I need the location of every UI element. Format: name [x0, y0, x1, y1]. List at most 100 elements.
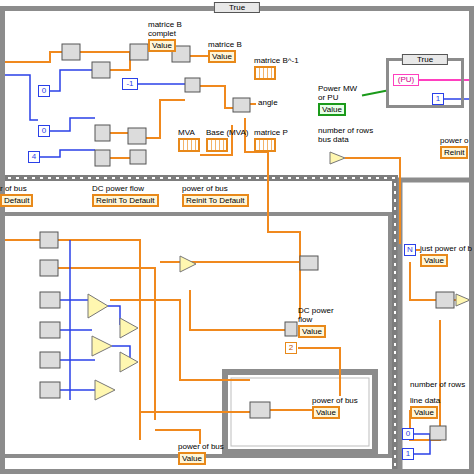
sequence-frame: [400, 180, 474, 474]
orange-wire: [58, 268, 155, 420]
case-selector: True: [402, 54, 448, 65]
node-label: line data: [410, 396, 454, 405]
orange-wire: [270, 409, 312, 411]
function-icon: [40, 292, 60, 308]
orange-wire: [140, 411, 250, 413]
terminal-label: MVA: [178, 128, 204, 137]
property-node: power of busReinit To Default: [182, 184, 262, 207]
orange-wire: [58, 240, 140, 440]
wire-connector: [362, 91, 386, 96]
arithmetic-triangle: [88, 294, 108, 318]
arithmetic-triangle: [120, 352, 138, 372]
sequence-frame: [0, 178, 395, 474]
terminal-icon: matrice B^-1: [254, 56, 310, 80]
wire-label: number of rows: [410, 380, 474, 389]
property-node: power of busValue: [178, 442, 232, 465]
orange-wire: [416, 249, 420, 251]
sequence-frame: [2, 214, 390, 456]
property-value-box: Value: [410, 406, 438, 419]
sequence-frame: [231, 378, 369, 446]
node-label: matrice B complet: [148, 20, 194, 38]
node-label: r of bus: [0, 184, 40, 193]
property-value-box: Default: [0, 194, 33, 207]
array-terminal-icon: [254, 138, 276, 152]
property-value-box: Value: [178, 452, 206, 465]
function-icon: [185, 78, 200, 92]
node-label: DC power flow: [298, 306, 348, 324]
node-label: just power of b: [420, 244, 474, 253]
function-icon: [130, 150, 146, 164]
blue-wire: [108, 306, 120, 325]
constant-box: 0: [38, 125, 50, 137]
property-node: power of busValue: [312, 396, 366, 419]
property-node: r of busDefault: [0, 184, 40, 207]
constant-box: 4: [28, 151, 40, 163]
function-icon: [285, 322, 297, 336]
function-icon: [40, 322, 60, 338]
arithmetic-triangle: [330, 152, 345, 164]
blue-wire: [0, 75, 38, 120]
blue-wire: [50, 70, 92, 91]
function-icon: [300, 256, 318, 270]
node-label: power of bus: [312, 396, 366, 405]
terminal-icon: MVA: [178, 128, 204, 152]
node-label: matrice B: [208, 40, 252, 49]
constant-value: 2: [289, 344, 293, 352]
constant-value: N: [407, 246, 413, 254]
property-value-box: Value: [312, 406, 340, 419]
constant-value: -1: [126, 80, 133, 88]
property-node: line dataValue: [410, 396, 454, 419]
property-value-box: Reinit To Default: [92, 194, 159, 207]
orange-wire: [110, 132, 128, 134]
sequence-frame: [0, 178, 474, 474]
constant-box: 1: [402, 448, 414, 460]
function-icon: [40, 232, 58, 248]
sequence-frame: [0, 178, 395, 474]
function-icon: [233, 98, 250, 112]
constant-box: (PU): [393, 74, 419, 86]
orange-wire: [110, 300, 250, 380]
function-icon: [436, 292, 454, 308]
node-label: power of bus: [178, 442, 232, 451]
constant-value: 1: [406, 450, 410, 458]
blue-wire: [60, 389, 95, 391]
constant-box: 2: [285, 342, 297, 354]
array-terminal-icon: [178, 138, 200, 152]
function-icon: [95, 150, 110, 166]
case-structure: Truematrice B completValuematrice BValue…: [0, 6, 474, 474]
property-node: DC power flowValue: [298, 306, 348, 338]
orange-wire: [410, 262, 436, 300]
function-icon: [40, 44, 454, 440]
wire-label: number of rows bus data: [318, 126, 380, 144]
function-icon: [130, 44, 148, 60]
constant-value: 1: [436, 95, 440, 103]
property-value-box: Value: [318, 103, 346, 116]
property-value-box: Value: [420, 254, 448, 267]
case-selector: True: [214, 2, 260, 13]
blue-wire: [414, 433, 430, 435]
blue-wire: [60, 359, 95, 361]
function-icon: [40, 382, 60, 398]
orange-wire: [190, 55, 208, 57]
property-value-box: Reinit To Default: [182, 194, 249, 207]
constant-value: 0: [42, 127, 46, 135]
property-value-box: Value: [148, 39, 176, 52]
orange-wire: [190, 290, 285, 330]
node-label: DC power flow: [92, 184, 172, 193]
function-icon: [430, 426, 446, 440]
blue-wire: [60, 329, 92, 331]
blue-wire: [69, 240, 71, 400]
orange-wire: [345, 158, 400, 244]
function-icon: [62, 44, 80, 60]
constant-box: -1: [122, 78, 138, 90]
property-node: just power of bValue: [420, 244, 474, 267]
orange-wire: [0, 52, 474, 444]
property-node: DC power flowReinit To Default: [92, 184, 172, 207]
constant-value: 0: [406, 430, 410, 438]
orange-wire: [298, 348, 340, 396]
orange-wire: [155, 430, 200, 444]
function-icon: [92, 62, 110, 78]
